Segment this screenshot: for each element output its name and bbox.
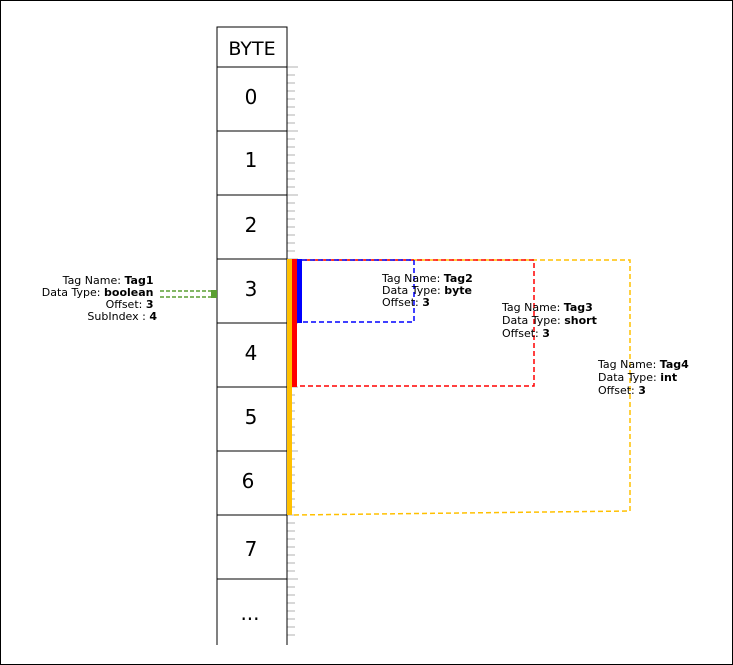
byte-cell-label: 7 [245,537,258,561]
byte-cell-0: 0 [216,66,288,132]
tag4-type-key: Data Type: [598,371,660,384]
tag3-connector [292,259,535,387]
tag3-offset-key: Offset: [502,327,542,340]
tag2-name-key: Tag Name: [381,272,444,285]
tag1-type-value: boolean [104,286,153,299]
tag2-type-key: Data Type: [382,284,444,297]
tag1-offset-key: Offset: [106,298,146,311]
byte-cell-7: 7 [216,514,288,580]
byte-cell-label: 0 [245,85,258,109]
tag3-name-key: Tag Name: [501,301,564,314]
tag4-offset-key: Offset: [598,384,638,397]
byte-cell-5: 5 [216,386,288,452]
tag2-label: Tag Name: Tag2 Data Type: byte Offset: 3 [381,272,476,309]
tag4-type-value: int [660,371,677,384]
byte-cell-label: ... [240,601,259,625]
tag1-subindex-key: SubIndex : [87,310,149,323]
byte-cell-3: 3 [216,258,288,324]
tag4-label: Tag Name: Tag4 Data Type: int Offset: 3 [597,358,692,397]
tag3-type-value: short [564,314,597,327]
tag4-connector [287,259,631,516]
tag3-offset-value: 3 [542,327,550,340]
byte-cell-label: 2 [245,213,258,237]
tag3-name-value: Tag3 [564,301,593,314]
tag2-offset-key: Offset: [382,296,422,309]
tag1-label: Tag Name: Tag1 Data Type: boolean Offset… [42,274,158,323]
byte-cell-label: 5 [245,405,258,429]
tag1-connector [160,290,217,298]
byte-header-label: BYTE [228,38,275,60]
byte-header-cell [216,26,288,68]
byte-cell-2: 2 [216,194,288,260]
byte-cell-label: 6 [242,469,255,493]
tag4-name-key: Tag Name: [597,358,660,371]
byte-cell-label: 4 [245,341,258,365]
tag2-span-bar [297,259,302,323]
tag2-offset-value: 3 [422,296,430,309]
byte-cell-4: 4 [216,322,288,388]
tag2-connector [297,259,415,323]
byte-cell-more: ... [216,578,288,645]
tag1-name-value: Tag1 [124,274,153,287]
tag3-bracket [297,259,535,387]
tag1-subindex-value: 4 [149,310,157,323]
tag1-bit-marker [211,290,217,298]
tag1-type-key: Data Type: [42,286,104,299]
tag3-label: Tag Name: Tag3 Data Type: short Offset: … [501,301,600,340]
tag4-name-value: Tag4 [660,358,689,371]
tag1-offset-value: 3 [146,298,154,311]
tag3-span-bar [292,259,297,387]
tag4-bracket [291,259,631,516]
byte-cell-1: 1 [216,130,288,196]
byte-column: BYTE 0 1 2 3 4 5 6 7 [216,26,288,645]
tag4-span-bar [287,259,292,515]
tag4-offset-value: 3 [638,384,646,397]
tag2-name-value: Tag2 [444,272,473,285]
tag1-name-key: Tag Name: [62,274,125,287]
tag3-type-key: Data Type: [502,314,564,327]
tag2-type-value: byte [444,284,472,297]
byte-cell-6: 6 [216,450,288,516]
byte-cell-label: 1 [245,148,258,172]
tag2-bracket [302,259,415,323]
byte-cell-label: 3 [245,277,258,301]
